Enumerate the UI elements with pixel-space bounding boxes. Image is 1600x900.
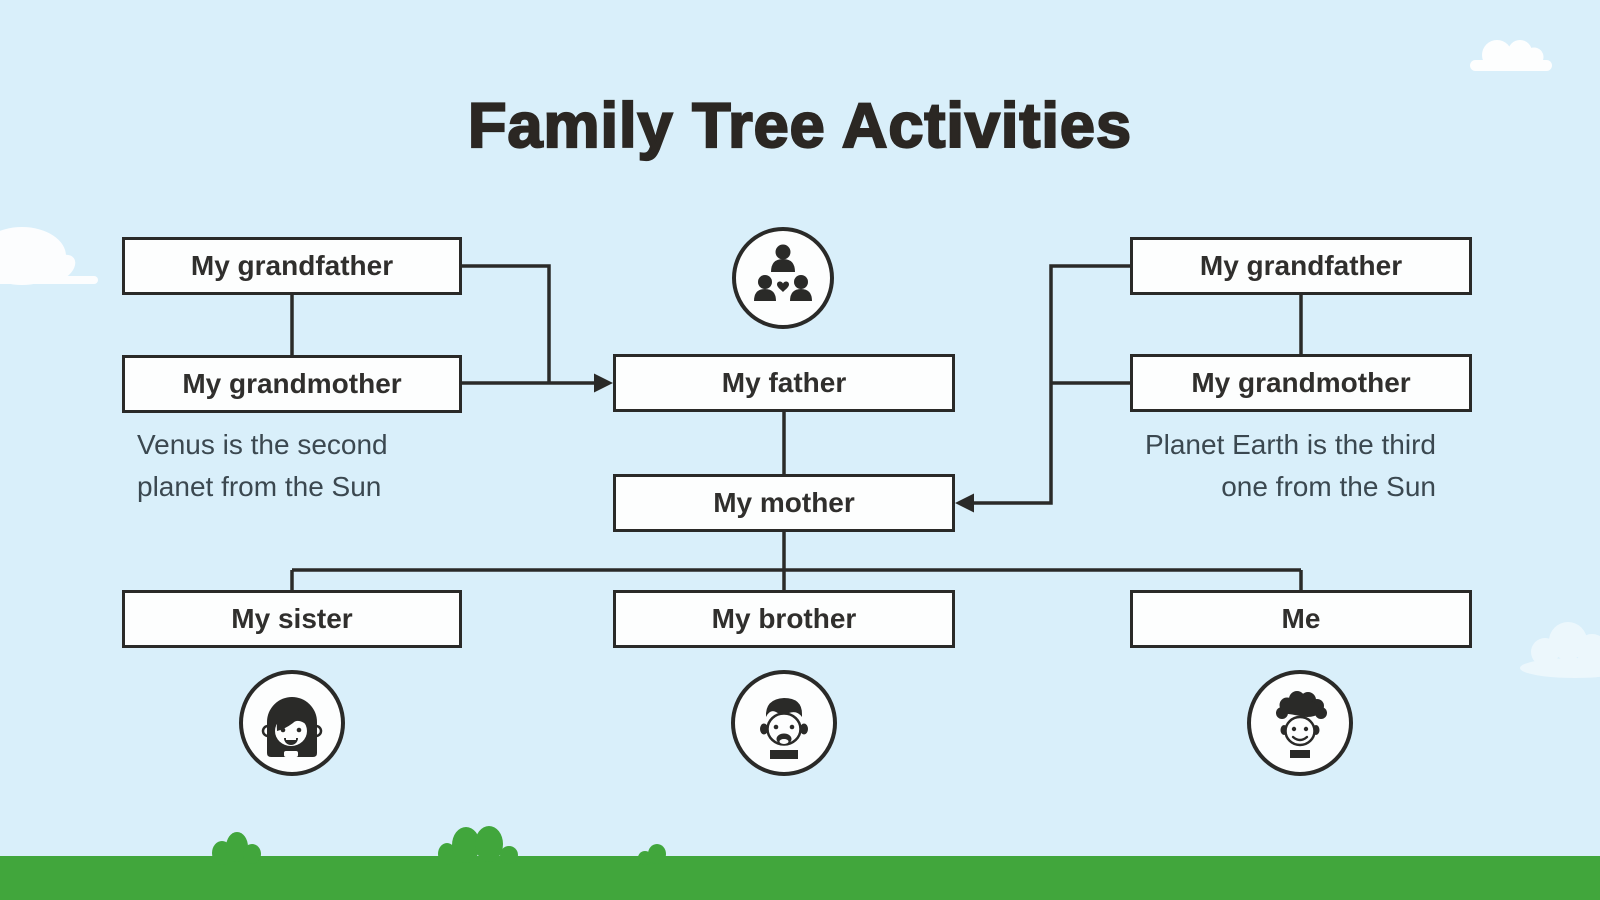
sister-badge bbox=[239, 670, 345, 776]
node-brother: My brother bbox=[613, 590, 955, 648]
caption-left: Venus is the second planet from the Sun bbox=[137, 424, 567, 508]
node-label: My mother bbox=[713, 487, 855, 518]
brother-badge bbox=[731, 670, 837, 776]
cloud-top-right-icon bbox=[1470, 40, 1552, 71]
node-label: My grandfather bbox=[1199, 250, 1403, 281]
caption-line: planet from the Sun bbox=[137, 471, 382, 502]
node-grandmother-right: My grandmother bbox=[1130, 354, 1472, 412]
node-label: My grandfather bbox=[190, 250, 394, 281]
node-grandfather-left: My grandfather bbox=[122, 237, 462, 295]
connector-grandfather-left-join bbox=[462, 264, 551, 383]
child-face-icon bbox=[1276, 691, 1327, 758]
page-title: Family Tree Activities bbox=[467, 90, 1132, 162]
grass-strip bbox=[0, 826, 1600, 900]
family-icon bbox=[754, 244, 812, 301]
cloud-left-icon bbox=[0, 227, 98, 285]
boy-face-icon bbox=[760, 698, 808, 759]
node-label: My grandmother bbox=[182, 368, 402, 399]
arrow-into-father bbox=[594, 373, 613, 393]
node-label: My father bbox=[721, 367, 847, 398]
node-mother: My mother bbox=[613, 474, 955, 532]
connector-lines bbox=[290, 264, 1303, 590]
caption-right: Planet Earth is the third one from the S… bbox=[1092, 424, 1436, 508]
girl-face-icon bbox=[261, 697, 323, 757]
node-grandfather-right: My grandfather bbox=[1130, 237, 1472, 295]
arrow-into-mother bbox=[955, 493, 974, 513]
node-me: Me bbox=[1130, 590, 1472, 648]
node-label: Me bbox=[1281, 603, 1321, 634]
cloud-bottom-right-icon bbox=[1520, 622, 1600, 678]
arrowheads bbox=[594, 373, 974, 513]
node-label: My grandmother bbox=[1191, 367, 1411, 398]
node-sister: My sister bbox=[122, 590, 462, 648]
caption-line: Venus is the second bbox=[137, 429, 388, 460]
caption-line: Planet Earth is the third bbox=[1144, 429, 1436, 460]
node-label: My sister bbox=[231, 603, 353, 634]
family-badge bbox=[732, 227, 834, 329]
node-grandmother-left: My grandmother bbox=[122, 355, 462, 413]
node-father: My father bbox=[613, 354, 955, 412]
node-label: My brother bbox=[711, 603, 857, 634]
me-badge bbox=[1247, 670, 1353, 776]
caption-line: one from the Sun bbox=[1221, 471, 1436, 502]
